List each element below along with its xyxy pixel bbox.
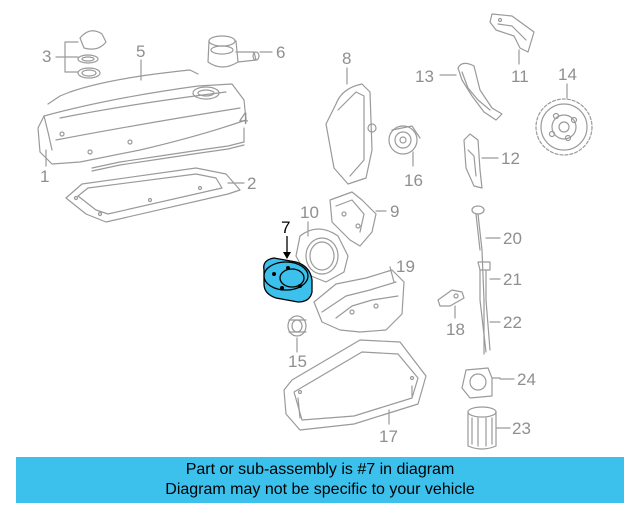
- callout-3: 3: [42, 47, 51, 66]
- callout-18: 18: [446, 320, 465, 339]
- part-engine-bracket: [329, 191, 377, 247]
- callout-11: 11: [511, 67, 529, 86]
- part-oil-filter: [467, 406, 497, 450]
- callout-22: 22: [503, 313, 522, 332]
- part-dipstick-tube: [477, 261, 491, 353]
- part-sensor: [437, 289, 465, 307]
- callout-23: 23: [512, 419, 531, 438]
- callout-5: 5: [136, 42, 145, 61]
- callout-6: 6: [276, 43, 285, 62]
- callout-8: 8: [342, 49, 351, 68]
- diagram-notice-banner: Part or sub-assembly is #7 in diagram Di…: [16, 457, 624, 503]
- part-lower-gasket: [65, 167, 241, 223]
- part-crankshaft-pulley-highlighted[interactable]: [263, 257, 313, 303]
- callout-12: 12: [501, 149, 520, 168]
- callout-10: 10: [300, 203, 319, 222]
- callout-4: 4: [239, 109, 248, 128]
- part-oil-filter-housing: [461, 367, 501, 399]
- callout-19: 19: [396, 257, 415, 276]
- leader-3: [55, 41, 79, 73]
- callout-16: 16: [404, 171, 423, 190]
- callout-17: 17: [379, 427, 398, 446]
- callout-15: 15: [288, 352, 307, 371]
- callout-1: 1: [40, 167, 49, 186]
- part-dipstick: [471, 205, 485, 355]
- parts-diagram: 3 5 6 8 13 11 14 4 1 12 16 2 10 9 7 20 1…: [37, 13, 593, 450]
- notice-line-part: Part or sub-assembly is #7 in diagram: [185, 461, 455, 478]
- callout-24: 24: [517, 370, 536, 389]
- part-tensioner-pulley: [388, 125, 421, 155]
- part-rear-belt-guard: [463, 133, 483, 189]
- callout-2: 2: [247, 174, 256, 193]
- part-camshaft-sprocket: [535, 98, 593, 156]
- callout-14: 14: [558, 65, 577, 84]
- part-valve-cover-gasket: [47, 69, 199, 105]
- part-upper-belt-guard: [489, 13, 535, 53]
- part-breather-housing: [207, 35, 260, 68]
- part-oil-filler-cap: [77, 30, 107, 79]
- callout-9: 9: [390, 202, 399, 221]
- callout-13: 13: [415, 67, 434, 86]
- part-oil-pump-housing: [313, 269, 405, 333]
- callout-21: 21: [503, 270, 522, 289]
- leader-7-arrowhead: [283, 252, 291, 259]
- part-crank-sprocket: [287, 315, 307, 337]
- notice-line-disclaimer: Diagram may not be specific to your vehi…: [165, 481, 475, 498]
- leader-19: [389, 266, 395, 283]
- part-oil-pan: [283, 339, 427, 431]
- callout-20: 20: [503, 229, 522, 248]
- part-gasket-strip: [91, 141, 245, 172]
- part-valve-cover: [37, 83, 247, 165]
- part-timing-belt: [457, 62, 503, 121]
- callout-7[interactable]: 7: [281, 218, 290, 237]
- part-timing-cover-upper: [325, 83, 377, 185]
